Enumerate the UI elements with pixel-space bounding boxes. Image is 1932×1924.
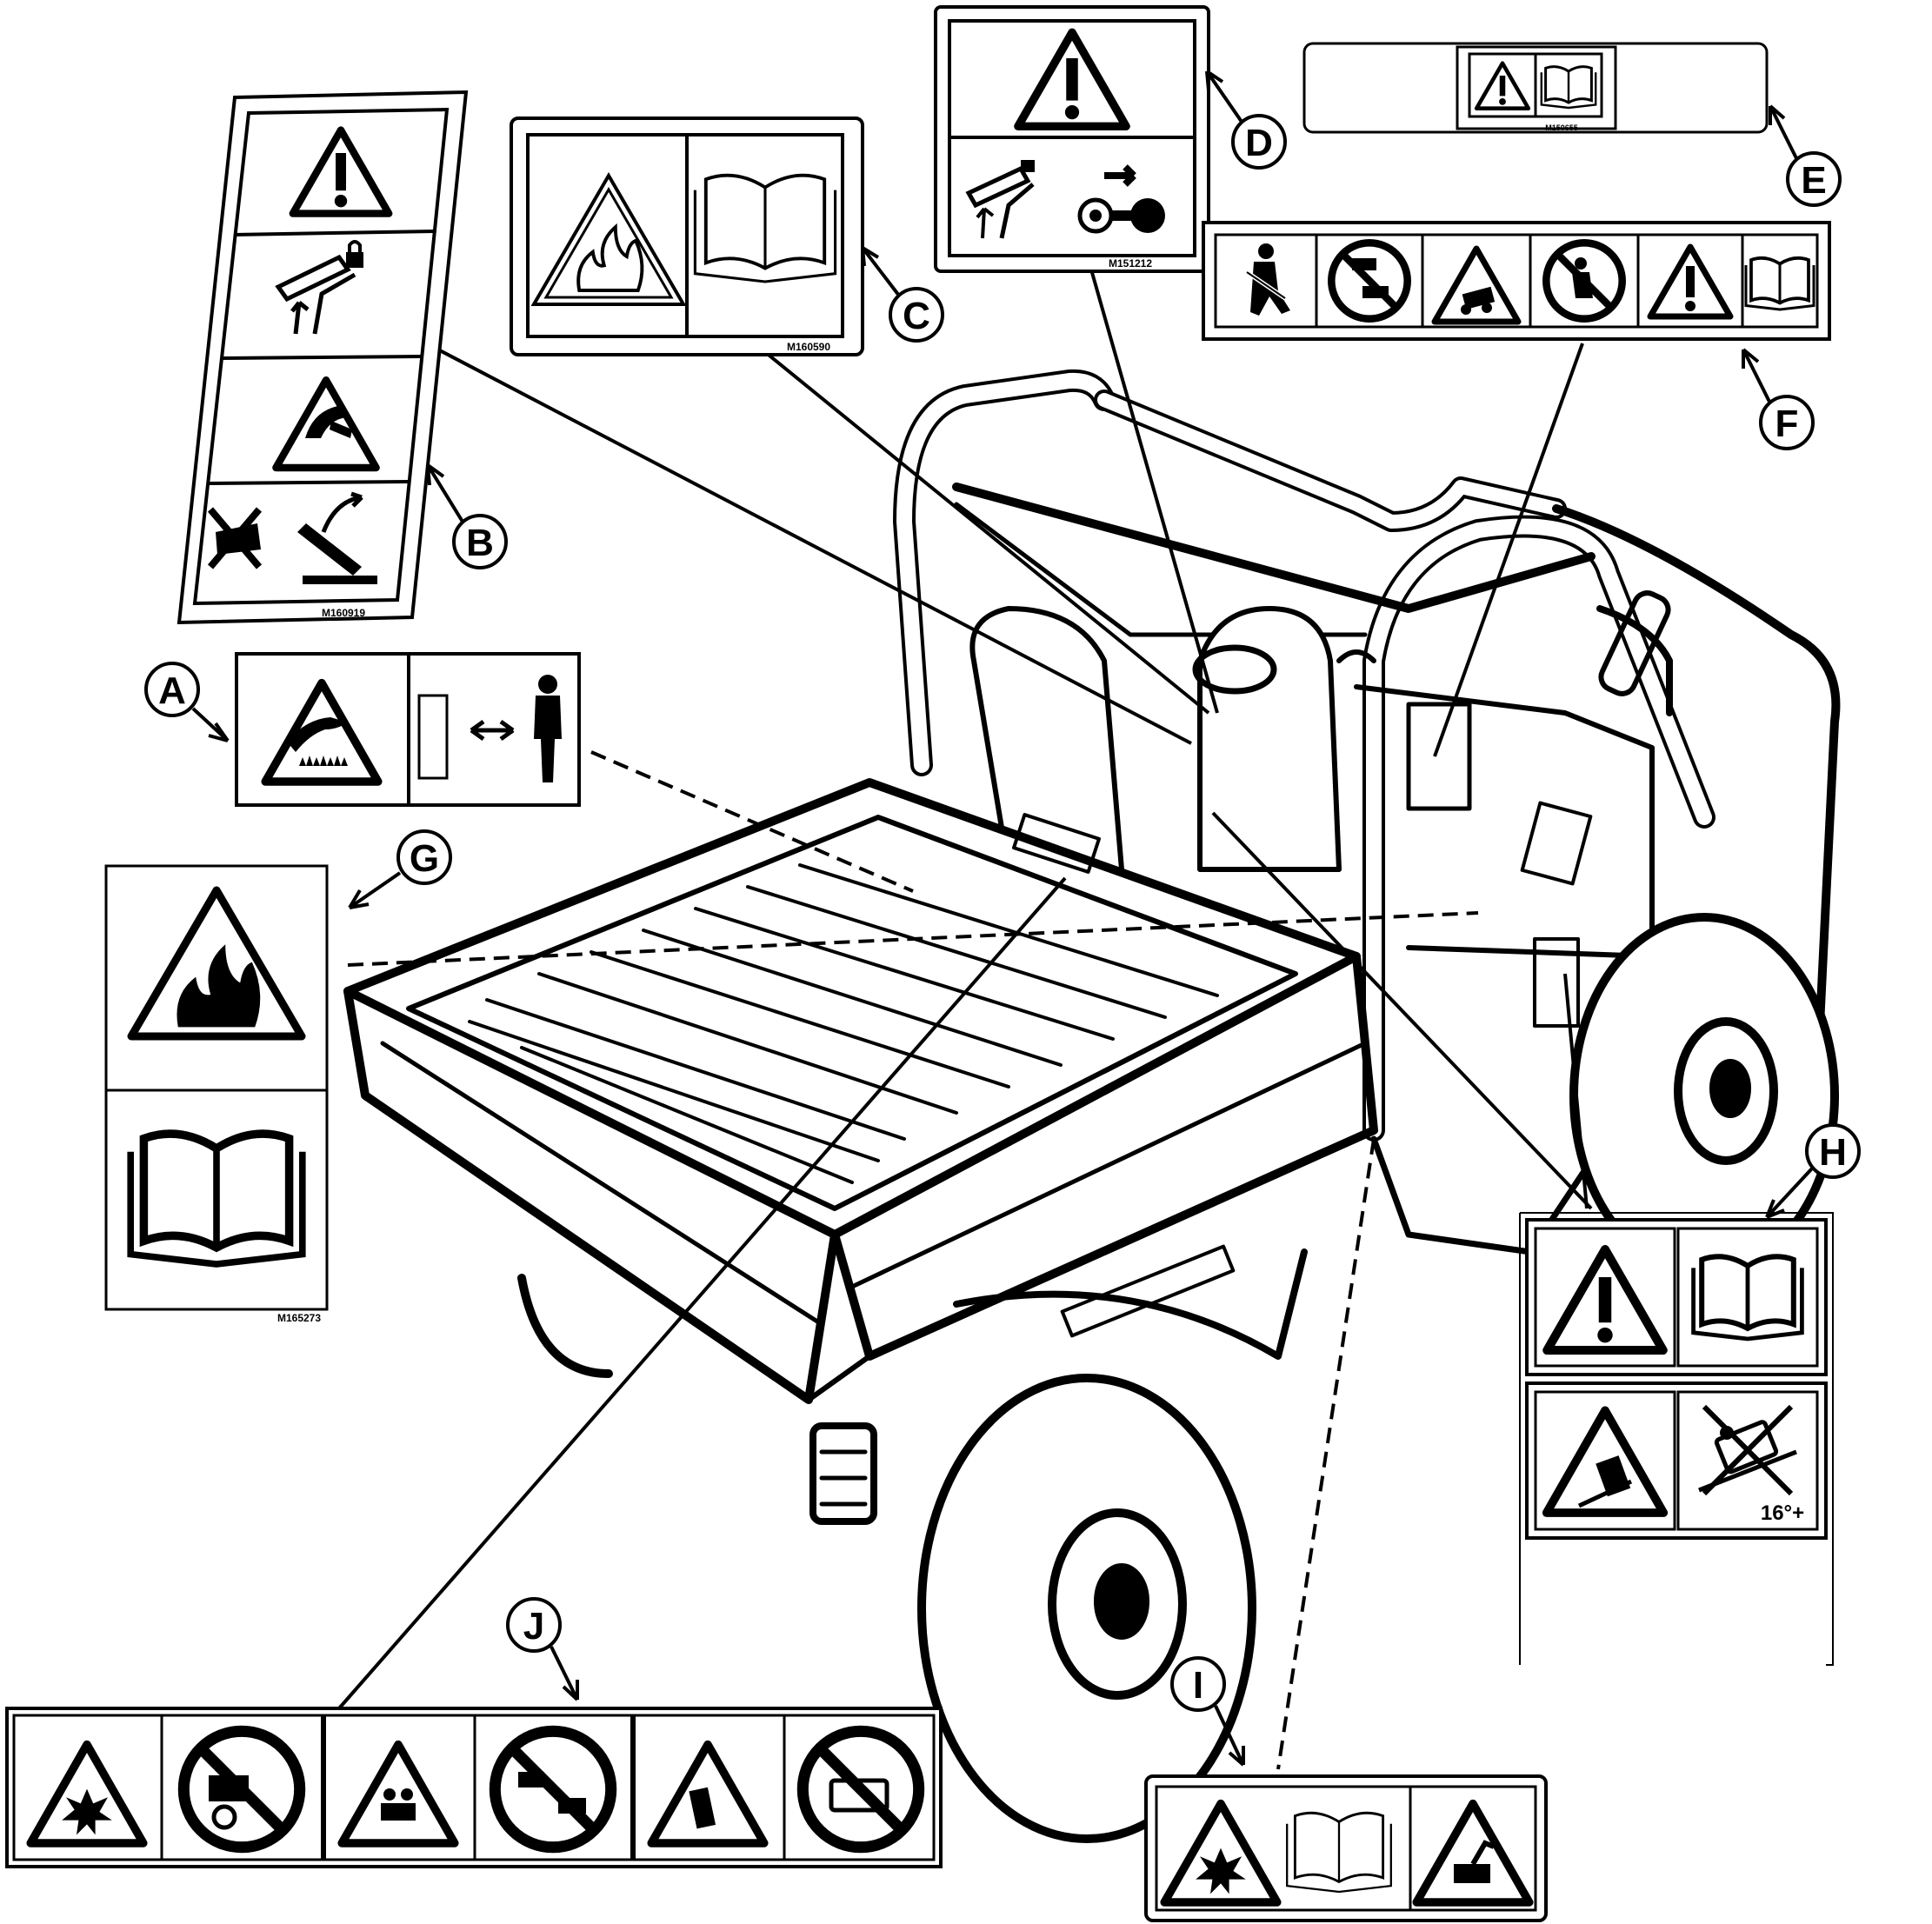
lock-icon bbox=[275, 240, 363, 335]
callout-labels: A B C D E F G bbox=[144, 70, 1861, 1767]
no-passengers-icon bbox=[495, 1731, 610, 1847]
svg-text:B: B bbox=[466, 522, 494, 564]
svg-text:C: C bbox=[903, 295, 930, 337]
slope-hazard-icon bbox=[1698, 1404, 1797, 1496]
svg-text:J: J bbox=[523, 1605, 544, 1648]
decal-b-part-number: M160919 bbox=[322, 607, 365, 619]
crush-hazard-icon bbox=[276, 380, 376, 468]
decal-e: M150655 bbox=[1302, 42, 1769, 134]
hot-surface-icon bbox=[265, 683, 378, 782]
svg-text:D: D bbox=[1245, 122, 1273, 164]
no-riders-icon bbox=[1546, 243, 1622, 318]
decal-d-part-number: M151212 bbox=[1109, 257, 1152, 270]
no-smoking-refuel-icon bbox=[183, 1731, 299, 1847]
rollover-hazard-icon bbox=[1547, 1410, 1663, 1513]
utility-vehicle-outline bbox=[343, 369, 1841, 1843]
operator-manual-icon bbox=[1286, 1811, 1392, 1894]
operator-manual-icon bbox=[693, 173, 837, 283]
decal-c: M160590 bbox=[510, 117, 864, 356]
svg-text:G: G bbox=[410, 837, 439, 880]
callout-i: I bbox=[1170, 1656, 1245, 1767]
callout-h: H bbox=[1765, 1123, 1861, 1219]
no-cargo-riders-icon bbox=[803, 1731, 918, 1847]
callout-f: F bbox=[1742, 348, 1815, 450]
no-passengers-icon bbox=[1331, 243, 1407, 318]
callout-e: E bbox=[1769, 104, 1842, 207]
svg-text:E: E bbox=[1801, 159, 1826, 202]
decal-i bbox=[1144, 1774, 1548, 1922]
decal-e-part-number: M150655 bbox=[1545, 123, 1578, 132]
callout-d: D bbox=[1205, 70, 1287, 170]
decal-b: M160919 bbox=[177, 90, 469, 625]
keep-away-distance-icon bbox=[417, 675, 562, 782]
passenger-hazard-icon bbox=[342, 1745, 455, 1843]
svg-text:F: F bbox=[1775, 403, 1799, 445]
decal-h: 16°+ bbox=[1519, 1212, 1834, 1666]
decal-g-part-number: M165273 bbox=[277, 1312, 321, 1324]
callout-b: B bbox=[426, 463, 508, 569]
no-hands-icon bbox=[207, 491, 377, 584]
leader-lines bbox=[337, 269, 1593, 1770]
key-icon bbox=[1077, 164, 1165, 234]
decal-g: M165273 bbox=[104, 864, 329, 1324]
callout-a: A bbox=[144, 662, 230, 742]
decal-c-part-number: M160590 bbox=[787, 341, 830, 353]
rollover-hazard-icon bbox=[1435, 249, 1518, 322]
callout-g: G bbox=[348, 829, 452, 909]
decal-d: M151212 bbox=[934, 5, 1210, 273]
lock-icon bbox=[965, 160, 1035, 239]
decal-a bbox=[235, 652, 581, 807]
callout-c: C bbox=[861, 246, 944, 343]
decal-j bbox=[5, 1707, 943, 1868]
fire-hazard-icon bbox=[530, 172, 687, 306]
svg-text:I: I bbox=[1193, 1664, 1203, 1707]
svg-text:A: A bbox=[158, 669, 186, 712]
svg-text:H: H bbox=[1819, 1131, 1847, 1174]
crush-hazard-icon bbox=[651, 1745, 764, 1843]
battery-hazard-icon bbox=[1416, 1804, 1529, 1902]
slope-angle-label: 16°+ bbox=[1761, 1501, 1804, 1525]
decal-f bbox=[1202, 221, 1831, 341]
seatbelt-icon bbox=[1245, 243, 1290, 316]
fire-hazard-icon bbox=[127, 886, 306, 1041]
callout-j: J bbox=[506, 1597, 579, 1701]
